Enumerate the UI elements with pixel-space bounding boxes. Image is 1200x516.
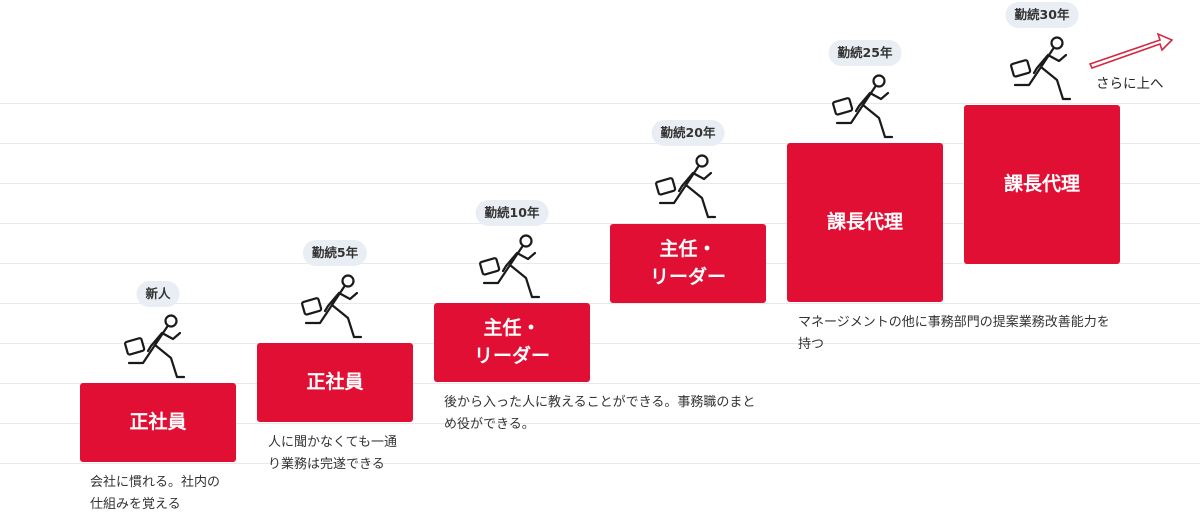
stage-box: 主任・ リーダー <box>434 303 590 382</box>
stage-description: 人に聞かなくても一通り業務は完遂できる <box>268 435 397 472</box>
stage-box: 正社員 <box>80 383 236 462</box>
stage-box: 主任・ リーダー <box>610 224 766 303</box>
tenure-pill: 勤続10年 <box>475 200 549 226</box>
up-right-arrow-icon <box>1088 32 1174 69</box>
gridline <box>0 103 1200 104</box>
gridline <box>0 383 1200 384</box>
tenure-pill: 勤続30年 <box>1005 2 1079 28</box>
tenure-pill: 勤続20年 <box>651 120 725 146</box>
running-businessperson-icon <box>479 234 541 299</box>
gridline <box>0 343 1200 344</box>
gridline <box>0 463 1200 464</box>
gridline <box>0 423 1200 424</box>
running-businessperson-icon <box>301 274 363 339</box>
stage-description: 後から入った人に教えることができる。事務職のまとめ役ができる。 <box>444 395 756 432</box>
running-businessperson-icon <box>1010 36 1072 101</box>
running-businessperson-icon <box>124 314 186 379</box>
gridline <box>0 303 1200 304</box>
tenure-pill: 新人 <box>136 281 180 307</box>
gridline <box>0 183 1200 184</box>
tenure-pill: 勤続5年 <box>302 240 368 266</box>
gridline <box>0 143 1200 144</box>
running-businessperson-icon <box>832 74 894 139</box>
running-businessperson-icon <box>655 154 717 219</box>
gridline <box>0 263 1200 264</box>
stage-description: 会社に慣れる。社内の仕組みを覚える <box>90 475 221 512</box>
stage-box: 正社員 <box>257 343 413 422</box>
stage-description: マネージメントの他に事務部門の提案業務改善能力を持つ <box>798 315 1110 352</box>
gridline <box>0 223 1200 224</box>
stage-box: 課長代理 <box>787 143 943 302</box>
next-step-label: さらに上へ <box>1096 76 1164 92</box>
tenure-pill: 勤続25年 <box>828 40 902 66</box>
stage-box: 課長代理 <box>964 105 1120 264</box>
